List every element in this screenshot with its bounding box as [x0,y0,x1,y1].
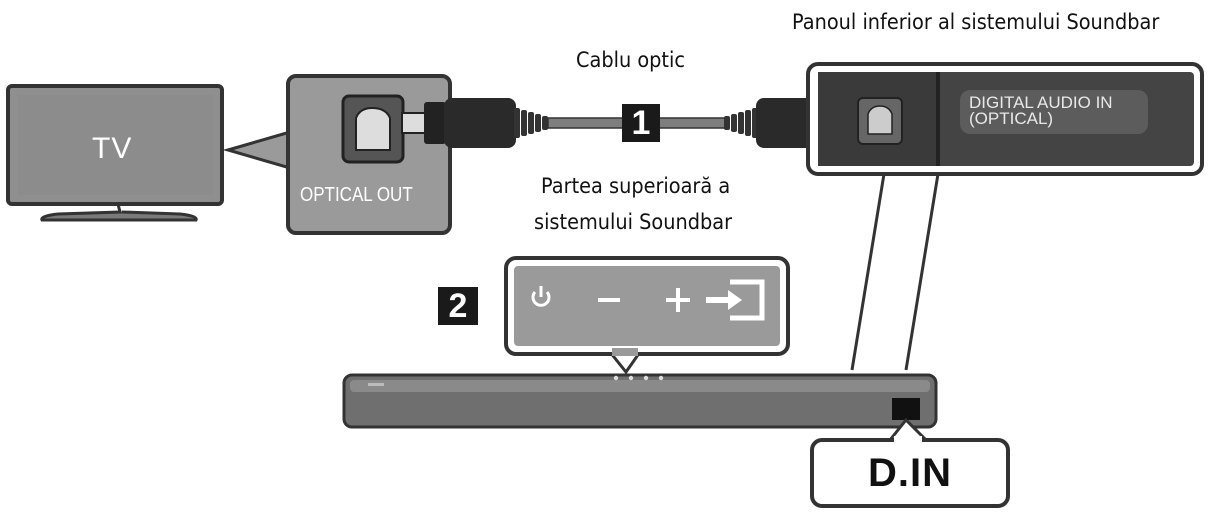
power-icon [531,286,551,307]
panel-callout-line-right [904,173,940,371]
bottom-panel-caption: Panoul inferior al sistemului Soundbar [792,10,1160,34]
bottom-panel [806,62,1204,176]
step-1-badge [622,104,660,142]
digital-audio-in-label: DIGITAL AUDIO IN (OPTICAL) [969,93,1113,128]
tv-label: TV [92,132,133,165]
cable-caption: Cablu optic [576,48,686,72]
top-panel-caption-line2: sistemului Soundbar [534,210,733,234]
plus-icon [666,288,690,312]
step-1-number: 1 [631,104,651,142]
digital-audio-in-line2: (OPTICAL) [969,109,1054,128]
step-2-badge [438,287,478,325]
tv-callout-pointer [222,130,292,170]
top-panel-controls [504,256,790,375]
top-panel-caption-line1: Partea superioară a [541,174,731,198]
d-in-port [892,398,920,420]
digital-audio-in-line1: DIGITAL AUDIO IN [969,93,1113,112]
d-in-label: D.IN [868,451,952,495]
tv-illustration [6,84,224,222]
optical-out-panel [286,74,452,235]
optical-out-label: OPTICAL OUT [300,184,413,206]
panel-callout-line-left [850,173,886,371]
soundbar-illustration [342,373,938,429]
input-source-icon [706,279,765,321]
step-2-number: 2 [448,287,468,325]
